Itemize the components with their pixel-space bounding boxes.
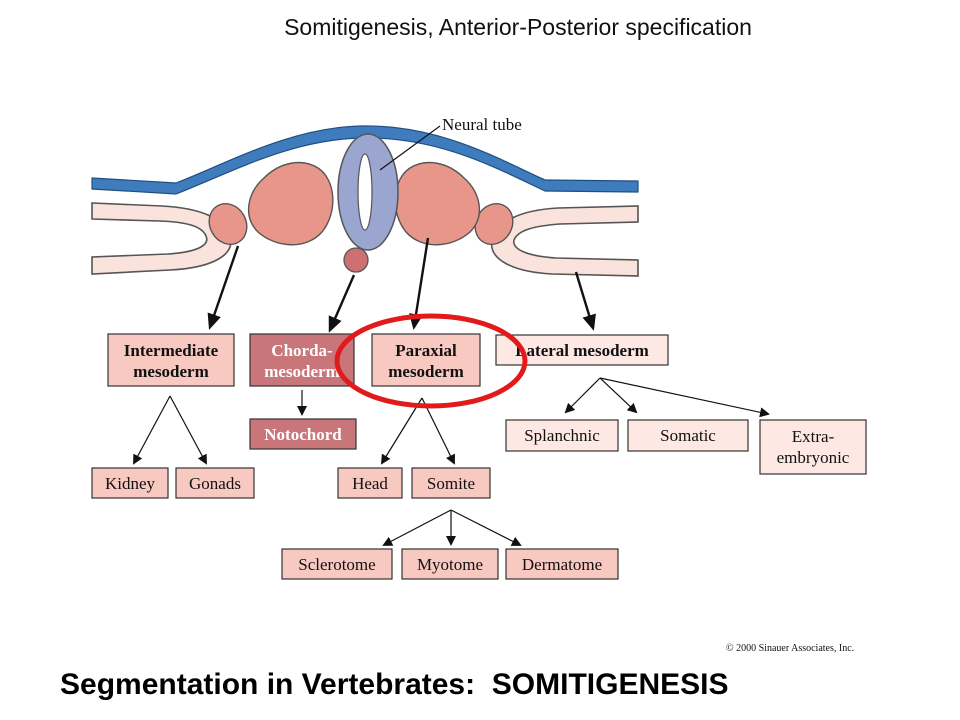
box-intermediate-line2: mesoderm xyxy=(133,362,209,381)
box-kidney: Kidney xyxy=(91,467,169,499)
box-sclerotome: Sclerotome xyxy=(281,548,393,580)
arrow-somite-sclerotome xyxy=(382,509,452,546)
arrow-paraxial-somite xyxy=(421,397,455,465)
slide-title: Somitigenesis, Anterior-Posterior specif… xyxy=(284,14,752,40)
box-paraxial-line1: Paraxial xyxy=(395,341,457,360)
box-intermediate-line1: Intermediate xyxy=(124,341,219,360)
paraxial-mesoderm-left xyxy=(247,161,334,246)
arrow-to-intermediate xyxy=(207,245,240,330)
box-sclerotome-label: Sclerotome xyxy=(298,555,375,574)
box-extraembryonic-line2: embryonic xyxy=(777,448,850,467)
box-dermatome-label: Dermatome xyxy=(522,555,602,574)
ectoderm-layer xyxy=(91,125,639,195)
box-dermatome: Dermatome xyxy=(505,548,619,580)
arrow-to-paraxial xyxy=(409,237,430,330)
intermediate-mesoderm-left xyxy=(208,203,248,245)
paraxial-highlight-circle xyxy=(334,313,528,409)
box-chorda-line2: mesoderm xyxy=(264,362,340,381)
box-myotome: Myotome xyxy=(401,548,499,580)
box-myotome-label: Myotome xyxy=(417,555,483,574)
arrow-intermediate-kidney xyxy=(133,395,171,465)
box-paraxial-line2: mesoderm xyxy=(388,362,464,381)
neural-tube-lumen xyxy=(357,153,373,231)
arrow-intermediate-gonads xyxy=(169,395,207,465)
box-head-label: Head xyxy=(352,474,388,493)
box-gonads: Gonads xyxy=(175,467,255,499)
paraxial-mesoderm-right xyxy=(394,161,481,246)
slide-footer-title: Segmentation in Vertebrates: SOMITIGENES… xyxy=(60,668,729,701)
arrow-paraxial-head xyxy=(380,397,423,465)
notochord xyxy=(343,247,369,273)
box-notochord-label: Notochord xyxy=(264,425,342,444)
box-head: Head xyxy=(337,467,403,499)
arrow-somite-dermatome xyxy=(450,509,522,546)
arrow-to-lateral xyxy=(574,271,596,331)
box-chorda-line1: Chorda- xyxy=(271,341,333,360)
copyright-notice: © 2000 Sinauer Associates, Inc. xyxy=(726,643,855,654)
box-splanchnic-label: Splanchnic xyxy=(524,426,600,445)
box-somite-label: Somite xyxy=(427,474,475,493)
lateral-mesoderm-right xyxy=(490,205,639,277)
box-lateral-label: Lateral mesoderm xyxy=(515,341,649,360)
box-somite: Somite xyxy=(411,467,491,499)
arrow-lateral-somatic xyxy=(599,377,638,414)
box-notochord: Notochord xyxy=(249,418,357,450)
derivative-arrows xyxy=(133,377,770,546)
box-intermediate-mesoderm: Intermediate mesoderm xyxy=(107,333,235,387)
box-extraembryonic-line1: Extra- xyxy=(792,427,835,446)
box-somatic: Somatic xyxy=(627,419,749,452)
box-splanchnic: Splanchnic xyxy=(505,419,619,452)
box-kidney-label: Kidney xyxy=(105,474,156,493)
neural-tube-label: Neural tube xyxy=(442,115,522,134)
arrow-lateral-splanchnic xyxy=(564,377,601,414)
arrow-to-chorda xyxy=(328,274,356,333)
arrow-lateral-extraembryonic xyxy=(599,377,770,418)
tissue-arrows xyxy=(207,237,596,333)
neural-tube-leader-line xyxy=(379,125,441,171)
box-somatic-label: Somatic xyxy=(660,426,716,445)
box-paraxial-mesoderm: Paraxial mesoderm xyxy=(371,333,481,387)
box-gonads-label: Gonads xyxy=(189,474,241,493)
box-extraembryonic: Extra- embryonic xyxy=(759,419,867,475)
embryo-cross-section: Neural tube xyxy=(91,115,639,277)
